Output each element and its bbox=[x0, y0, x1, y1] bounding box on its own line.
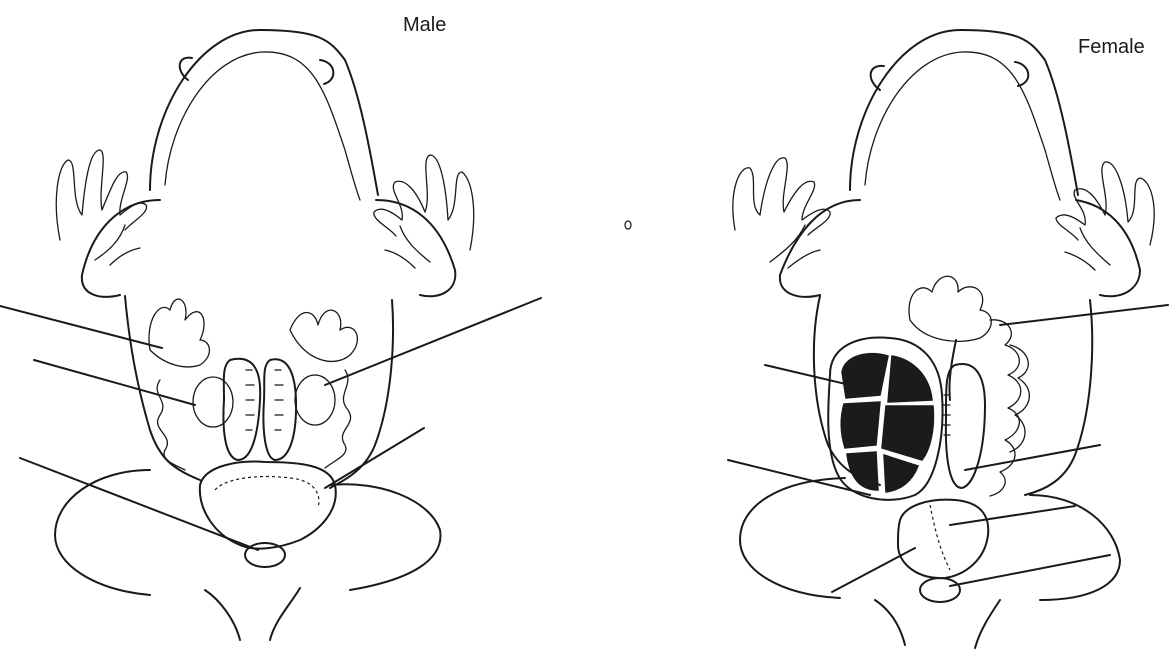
female-ovary-lobe-4 bbox=[882, 406, 933, 460]
male-jaw-inner bbox=[165, 52, 360, 200]
female-cloaca-legs bbox=[875, 600, 1000, 648]
male-kidney-right bbox=[263, 359, 296, 460]
female-oviduct bbox=[990, 320, 1021, 496]
male-right-arm bbox=[376, 200, 455, 296]
female-leader-5 bbox=[950, 506, 1075, 525]
female-left-leg bbox=[740, 478, 845, 598]
female-leader-1 bbox=[1000, 305, 1168, 325]
male-leader-2 bbox=[34, 360, 195, 405]
female-ovary-lobe-3 bbox=[841, 402, 880, 448]
female-leader-2 bbox=[765, 365, 850, 385]
female-fat-body bbox=[909, 276, 991, 341]
male-right-fingers bbox=[374, 155, 474, 250]
male-left-fingers bbox=[56, 150, 146, 240]
male-testis-left bbox=[193, 377, 233, 427]
male-head-outline bbox=[150, 30, 378, 195]
female-left-arm bbox=[780, 200, 860, 297]
male-kidney-left bbox=[223, 359, 260, 460]
female-leader-6 bbox=[832, 548, 915, 592]
female-ovary-lobe-6 bbox=[884, 455, 918, 492]
female-jaw-inner bbox=[865, 52, 1060, 200]
female-right-arm bbox=[1076, 200, 1140, 296]
female-ovary-lobe-1 bbox=[842, 354, 888, 398]
male-right-eye bbox=[320, 60, 333, 84]
female-right-fingers bbox=[1056, 162, 1154, 245]
stray-dot bbox=[625, 221, 631, 229]
female-ovary-lobe-5 bbox=[847, 452, 878, 490]
female-head-outline bbox=[850, 30, 1078, 195]
female-center-vessel bbox=[949, 340, 956, 400]
male-duct-left bbox=[157, 380, 185, 470]
female-bladder-inner bbox=[930, 505, 950, 570]
female-ovary-lobe-2 bbox=[888, 356, 932, 402]
male-frog bbox=[0, 30, 541, 640]
female-right-eye bbox=[1015, 62, 1028, 86]
male-left-leg bbox=[55, 470, 150, 595]
male-body-right bbox=[330, 300, 393, 488]
male-right-leg bbox=[330, 484, 440, 590]
male-fat-body-right bbox=[290, 310, 357, 361]
female-bladder bbox=[898, 500, 988, 579]
female-frog bbox=[728, 30, 1168, 648]
female-leader-3 bbox=[965, 445, 1100, 470]
female-leader-7 bbox=[950, 555, 1110, 586]
male-cloaca-legs bbox=[205, 588, 300, 640]
male-bladder-inner bbox=[215, 477, 319, 509]
male-leader-1 bbox=[0, 306, 162, 348]
female-body-right bbox=[1025, 300, 1092, 495]
female-left-fingers bbox=[733, 158, 830, 235]
male-fat-body-left bbox=[149, 299, 209, 367]
female-cloaca bbox=[920, 578, 960, 602]
